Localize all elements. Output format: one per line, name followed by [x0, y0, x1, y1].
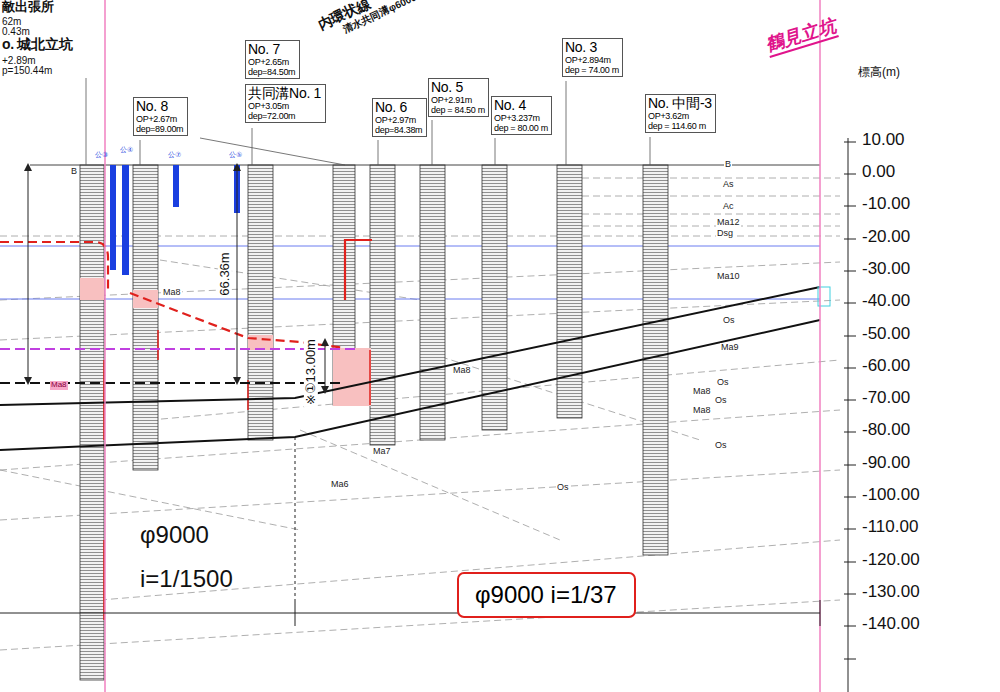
tick-label: -120.00 — [862, 551, 920, 570]
boring-name: No. 7 — [248, 42, 297, 57]
layer-label: Ma7 — [372, 447, 392, 457]
boring-name: No. 4 — [494, 98, 549, 113]
layer-label: B — [724, 160, 732, 170]
header-leaders — [86, 78, 650, 165]
layer-label: Dsg — [716, 229, 734, 239]
axis-title: 標高(m) — [858, 66, 900, 79]
boring-name: No. 5 — [431, 80, 486, 95]
boring-name: No. 6 — [375, 100, 424, 115]
red-dashed-line — [0, 242, 108, 290]
tick-label: -10.00 — [862, 195, 910, 214]
elevation-axis — [844, 138, 856, 692]
boring-data: OP+2.894m — [565, 55, 620, 65]
shaft-name: o. 城北立坑 — [2, 37, 72, 52]
water-level-line — [0, 299, 820, 300]
site-name: 敵出張所 — [2, 0, 54, 14]
boring-data: dep=89.00m — [136, 124, 185, 134]
layer-label: Ma12 — [716, 218, 741, 228]
pile-label: 公④ — [120, 146, 133, 154]
shaft-line — [819, 0, 821, 692]
shaft-name: 鶴見立坑 — [764, 16, 839, 58]
boring-data: dep=72.00m — [248, 111, 323, 121]
tick-label: -60.00 — [862, 357, 910, 376]
diameter-label: φ9000 — [140, 522, 209, 548]
boring-data: OP+3.62m — [648, 111, 713, 121]
boring-header: No. 4OP+3.237mdep = 80.00 m — [491, 96, 552, 135]
boring-data: dep = 114.60 m — [648, 121, 713, 131]
tick-label: -140.00 — [862, 615, 920, 634]
tick-label: -100.00 — [862, 486, 920, 505]
boring-name: No. 3 — [565, 40, 620, 55]
boring-data: dep = 80.00 m — [494, 123, 549, 133]
boring-data: OP+2.91m — [431, 95, 486, 105]
tick-label: -40.00 — [862, 292, 910, 311]
boring-header: No. 中間-3OP+3.62mdep = 114.60 m — [645, 94, 716, 133]
dimension-label: ※①13.00m — [304, 337, 318, 407]
gradient-box: φ9000 i=1/37 — [457, 572, 636, 618]
boring-data: OP+2.97m — [375, 115, 424, 125]
tick-label: -30.00 — [862, 260, 910, 279]
layer-label: Ma9 — [720, 343, 740, 353]
boring-header: No. 5OP+2.91mdep = 84.50 m — [428, 78, 489, 117]
magenta-dashed-line — [0, 348, 355, 350]
tick-label: -130.00 — [862, 583, 920, 602]
boring-header: No. 7OP+2.65mdep=84.50m — [245, 40, 300, 79]
tick-label: -80.00 — [862, 421, 910, 440]
tunnel-crown-line — [0, 287, 820, 405]
pile-label: 公⑤ — [229, 151, 242, 159]
layer-label: Ma10 — [716, 272, 741, 282]
pile-label: 公③ — [95, 151, 108, 159]
tick-label: -70.00 — [862, 389, 910, 408]
tick-label: -20.00 — [862, 228, 910, 247]
tick-label: -50.00 — [862, 325, 910, 344]
boring-data: dep = 74.00 m — [565, 65, 620, 75]
red-line — [345, 240, 372, 300]
value-text: +2.89m — [2, 55, 36, 66]
gradient-label: i=1/1500 — [140, 566, 233, 592]
boring-data: dep = 84.50 m — [431, 105, 486, 115]
boring-data: dep=84.38m — [375, 125, 424, 135]
value-text: 0.43m — [2, 26, 30, 37]
boring-name: 共同溝No. 1 — [248, 86, 323, 101]
boring-data: OP+2.65m — [248, 57, 297, 67]
value-text: p=150.44m — [2, 65, 52, 76]
boring-header: No. 8OP+2.67mdep=89.00m — [133, 97, 188, 136]
boring-name: No. 8 — [136, 99, 185, 114]
layer-label: Ma8 — [50, 381, 68, 390]
tunnel-invert-line — [0, 320, 820, 450]
tick-label: -110.00 — [862, 518, 918, 537]
pile-label: 公⑦ — [168, 151, 181, 159]
layer-label: Ma8 — [692, 406, 712, 416]
boring-header: No. 3OP+2.894mdep = 74.00 m — [562, 38, 623, 77]
layer-label: Os — [714, 396, 728, 406]
layer-label: Ma6 — [330, 480, 350, 490]
borehole-columns — [80, 165, 668, 680]
layer-label: Ac — [722, 202, 735, 212]
boring-header: No. 6OP+2.97mdep=84.38m — [372, 98, 427, 137]
boring-data: OP+3.05m — [248, 101, 323, 111]
layer-label: Ma8 — [162, 288, 182, 298]
layer-label: Os — [716, 378, 730, 388]
tick-label: 10.00 — [862, 131, 905, 150]
layer-label: Ma8 — [692, 387, 712, 397]
layer-label: Os — [714, 441, 728, 451]
boring-name: No. 中間-3 — [648, 96, 713, 111]
dimension-lines — [0, 167, 820, 626]
layer-label: Ma8 — [452, 366, 472, 376]
boring-data: dep=84.50m — [248, 67, 297, 77]
layer-label: B — [70, 167, 78, 177]
boring-header: 共同溝No. 1OP+3.05mdep=72.00m — [245, 84, 326, 123]
layer-label: As — [722, 180, 735, 190]
tick-label: 0.00 — [862, 163, 895, 182]
layer-label: Os — [556, 483, 570, 493]
value-text: 62m — [2, 16, 21, 27]
boring-data: OP+3.237m — [494, 113, 549, 123]
gradient-text: φ9000 i=1/37 — [475, 580, 618, 610]
tick-label: -90.00 — [862, 454, 910, 473]
dimension-label: 66.36m — [218, 250, 232, 297]
shaft-line — [104, 0, 106, 692]
boring-data: OP+2.67m — [136, 114, 185, 124]
layer-label: Os — [722, 316, 736, 326]
